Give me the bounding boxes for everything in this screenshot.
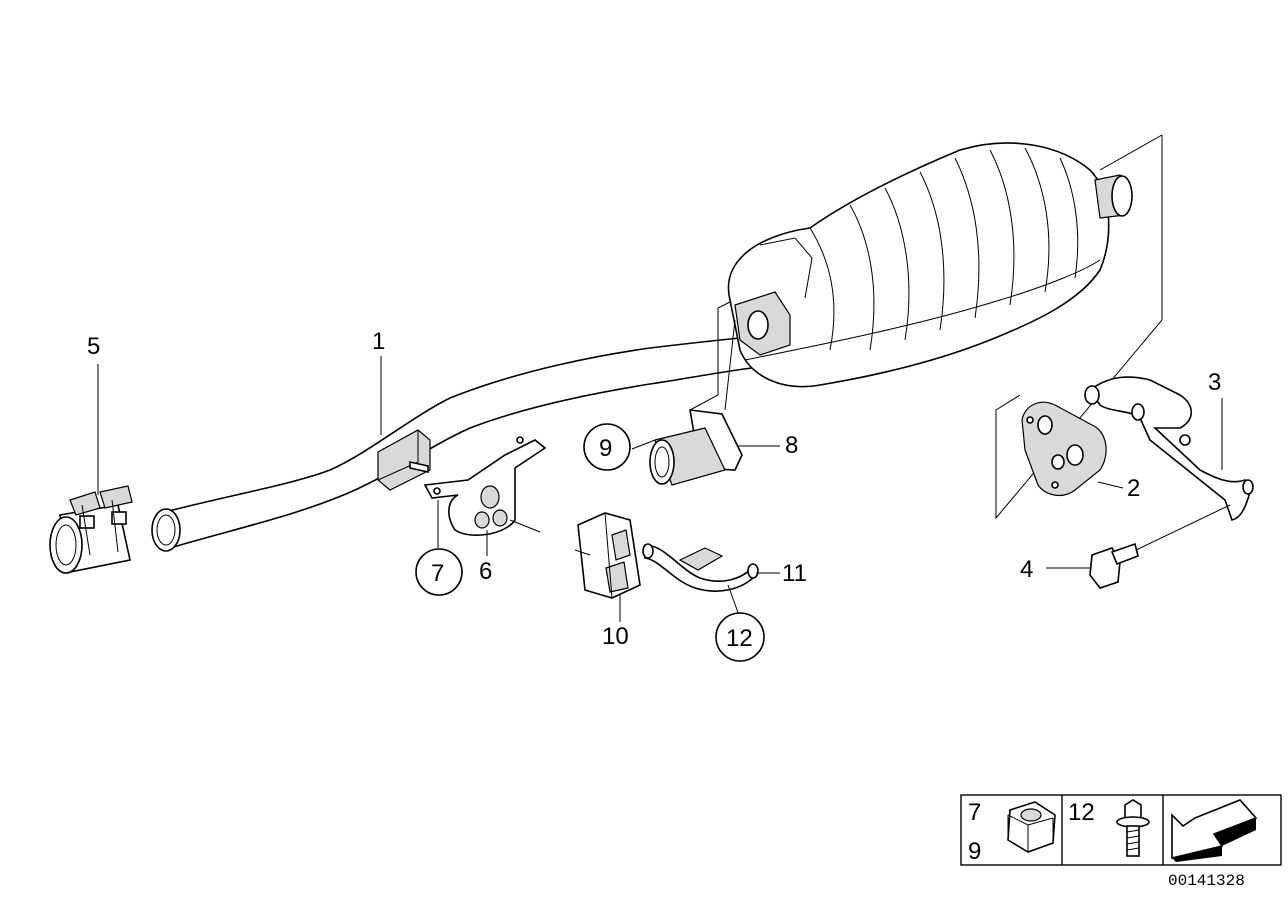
fastener-legend: 7 9 12 [960,794,1282,866]
callout-4: 4 [1020,556,1033,583]
callout-9-circle [583,423,631,471]
callout-3: 3 [1208,369,1221,396]
callout-8: 8 [785,432,798,459]
callout-11: 11 [782,560,807,587]
rubber-gasket [1021,401,1107,497]
leader-lines [97,356,1223,622]
group-box-top [1099,134,1163,171]
legend-nut-label-7: 7 [968,799,981,826]
hanger-bracket [409,436,547,536]
callout-1: 1 [372,328,385,355]
connector-sleeve [649,409,743,486]
hanger-rod [642,543,759,592]
hex-bolt [1089,542,1139,589]
callout-2: 2 [1127,475,1140,502]
pipe-clamp [49,485,133,574]
rear-muffler [727,142,1133,388]
rubber-mount [577,512,641,599]
legend-nut-label-9: 9 [968,838,981,865]
callout-6: 6 [479,558,492,585]
callout-5: 5 [87,333,100,360]
direction-arrow-icon [1171,799,1258,862]
bracket-rod [1084,376,1254,521]
callout-12-circle [715,612,765,662]
callout-7: 7 [431,560,444,587]
leader-muffler-9 [689,301,731,411]
group-box-muffler [995,135,1163,520]
legend-bolt-label-12: 12 [1068,799,1095,826]
leader-muffler-8 [724,319,736,411]
callout-7-circle [415,548,463,596]
diagram-code: 00141328 [1168,872,1245,890]
callout-10: 10 [602,623,629,650]
hex-nut-icon [1007,801,1056,853]
leader-bolt-rod [1135,504,1231,551]
callout-9: 9 [599,435,612,462]
flange-bolt-icon [1116,799,1150,857]
callout-12: 12 [726,625,753,652]
